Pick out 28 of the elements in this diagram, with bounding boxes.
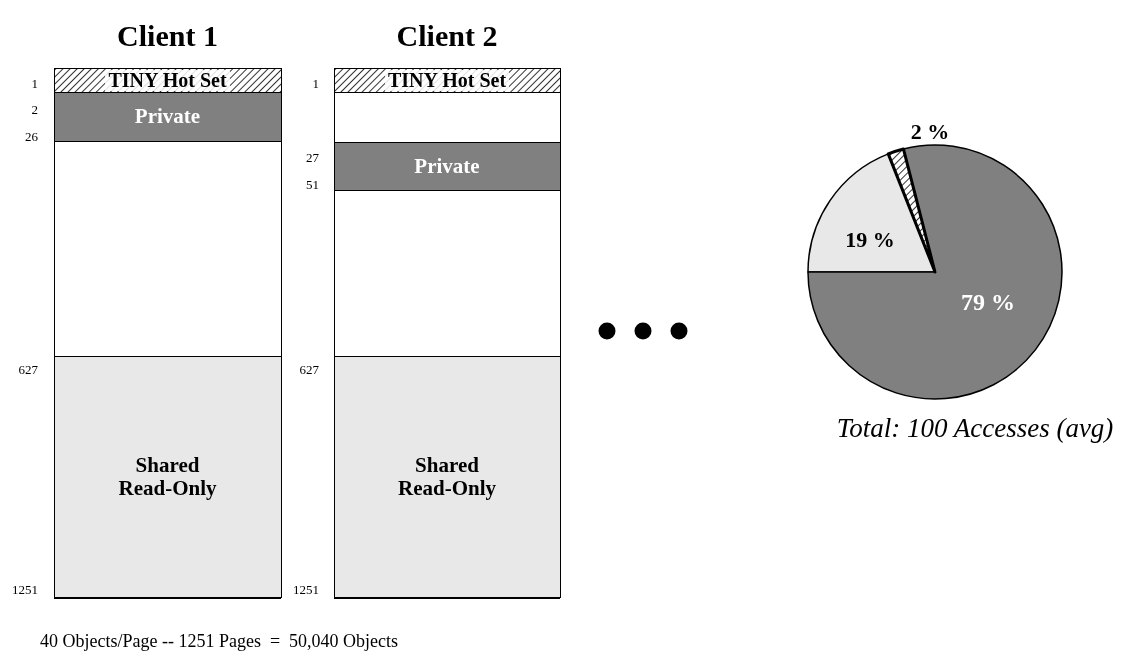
region-label: Private	[414, 154, 480, 177]
row-number: 1	[311, 76, 319, 92]
memory-region	[333, 67, 561, 93]
row-number: 1251	[292, 582, 319, 598]
slice-label: 2 %	[910, 119, 950, 145]
row-number: 1	[30, 76, 38, 92]
caption: 40 Objects/Page -- 1251 Pages = 50,040 Objects	[40, 631, 399, 652]
memory-region	[53, 67, 282, 93]
row-number: 27	[305, 150, 319, 166]
slice-label: 19 %	[845, 227, 895, 253]
region-label: TINY Hot Set	[105, 69, 230, 91]
row-number: 1251	[11, 582, 38, 598]
chart-title: Total: 100 Accesses (avg)	[836, 412, 1114, 444]
row-number: 627	[17, 362, 38, 378]
row-number: 2	[30, 102, 38, 118]
column-heading: Client 1	[116, 19, 219, 53]
memory-region	[53, 91, 282, 142]
row-number: 51	[305, 177, 319, 193]
region-label: Private	[134, 105, 201, 128]
row-number: 627	[298, 362, 319, 378]
region-label: Shared Read-Only	[397, 454, 497, 499]
row-number: 26	[24, 129, 38, 145]
region-label: Shared Read-Only	[117, 454, 218, 499]
slice-label: 79 %	[961, 288, 1015, 316]
column-heading: Client 2	[395, 19, 499, 53]
memory-region	[333, 141, 561, 191]
memory-region	[53, 355, 282, 598]
memory-region	[333, 355, 561, 598]
